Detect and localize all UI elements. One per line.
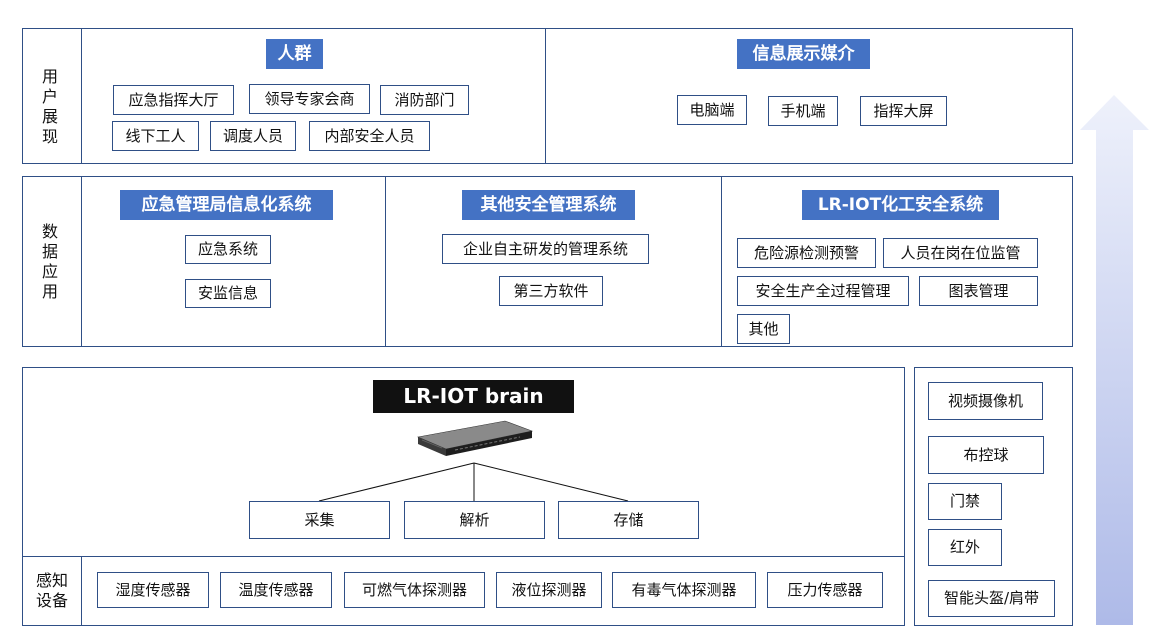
media-item: 指挥大屏 <box>860 96 947 126</box>
media-item: 手机端 <box>768 96 838 126</box>
data-layer-label: 数 据 应 用 <box>41 222 58 301</box>
crowd-item: 线下工人 <box>112 121 199 151</box>
connector-line <box>473 462 629 502</box>
divider <box>81 176 82 347</box>
divider <box>22 556 905 557</box>
sensor-item: 湿度传感器 <box>97 572 209 608</box>
crowd-item: 消防部门 <box>380 85 469 115</box>
crowd-item: 内部安全人员 <box>309 121 430 151</box>
sensing-layer-label: 感知 设备 <box>35 571 68 610</box>
system-item: 企业自主研发的管理系统 <box>442 234 649 264</box>
sensor-item: 温度传感器 <box>220 572 332 608</box>
system-item: 其他 <box>737 314 790 344</box>
divider <box>385 176 386 347</box>
other-system-header: 其他安全管理系统 <box>462 190 635 220</box>
device-item: 门禁 <box>928 483 1002 520</box>
brain-function-store: 存储 <box>558 501 699 539</box>
user-layer-label: 用 户 展 现 <box>41 67 58 146</box>
system-item: 安全生产全过程管理 <box>737 276 909 306</box>
brain-function-parse: 解析 <box>404 501 545 539</box>
system-item: 应急系统 <box>185 235 271 264</box>
system-item: 图表管理 <box>919 276 1038 306</box>
sensor-item: 压力传感器 <box>767 572 883 608</box>
device-item: 视频摄像机 <box>928 382 1043 420</box>
crowd-header: 人群 <box>266 39 323 69</box>
crowd-item: 应急指挥大厅 <box>113 85 234 115</box>
device-item: 布控球 <box>928 436 1044 474</box>
connector-line <box>318 462 475 502</box>
sensor-item: 可燃气体探测器 <box>344 572 485 608</box>
media-header: 信息展示媒介 <box>737 39 870 69</box>
crowd-item: 调度人员 <box>210 121 296 151</box>
emergency-system-header: 应急管理局信息化系统 <box>120 190 333 220</box>
system-item: 人员在岗在位监管 <box>883 238 1038 268</box>
device-item: 红外 <box>928 529 1002 566</box>
device-item: 智能头盔/肩带 <box>928 580 1055 617</box>
divider <box>721 176 722 347</box>
system-item: 第三方软件 <box>499 276 603 306</box>
divider <box>81 556 82 626</box>
system-item: 安监信息 <box>185 279 271 308</box>
sensor-item: 液位探测器 <box>496 572 602 608</box>
lriot-system-header: LR-IOT化工安全系统 <box>802 190 999 220</box>
brain-title: LR-IOT brain <box>373 380 574 413</box>
divider <box>545 28 546 164</box>
system-item: 危险源检测预警 <box>737 238 876 268</box>
server-icon <box>416 420 534 456</box>
media-item: 电脑端 <box>677 95 747 125</box>
sensor-item: 有毒气体探测器 <box>612 572 756 608</box>
brain-function-collect: 采集 <box>249 501 390 539</box>
divider <box>81 28 82 164</box>
crowd-item: 领导专家会商 <box>249 84 370 114</box>
